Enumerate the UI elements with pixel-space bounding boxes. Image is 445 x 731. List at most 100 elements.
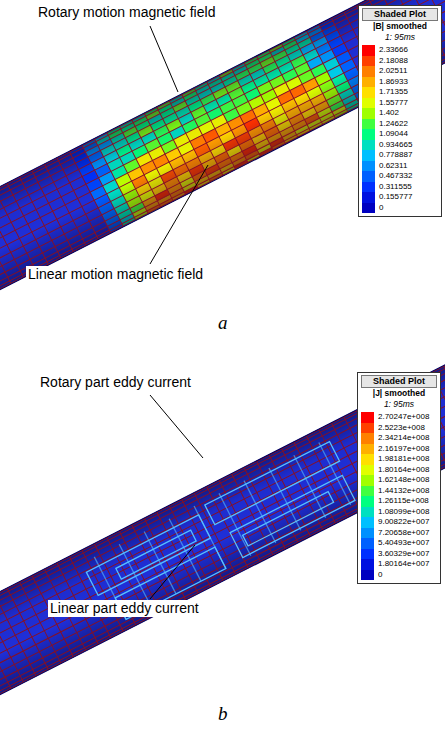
cylinder-edge: [0, 339, 445, 639]
legend-row: 0.467332: [362, 171, 438, 182]
mesh-line: [144, 113, 186, 195]
mesh-line: [0, 420, 445, 720]
mesh-line: [94, 138, 136, 220]
legend-row: 1.86933: [362, 77, 438, 88]
mesh-line: [107, 132, 149, 214]
legend-row: 0.155777: [362, 192, 438, 203]
mesh-line: [0, 414, 445, 714]
legend-row: 1.26115e+008: [361, 496, 437, 507]
mesh-line: [319, 24, 361, 106]
legend-subtitle: 1: 95ms: [362, 32, 438, 43]
eddy-paths: [82, 438, 360, 626]
mesh-line: [0, 351, 445, 651]
legend-value: 1.80164e+008: [378, 465, 429, 475]
color-swatch: [361, 454, 374, 465]
callout-label: Rotary motion magnetic field: [36, 4, 217, 21]
eddy-path: [319, 443, 351, 505]
mesh-line: [19, 177, 61, 259]
legend-row: 1.98181e+008: [361, 454, 437, 465]
mesh-line: [0, 0, 445, 237]
mesh-line: [443, 366, 445, 448]
eddy-path: [205, 442, 340, 525]
color-swatch: [361, 486, 374, 497]
legend-value: 1.98181e+008: [378, 454, 429, 464]
color-swatch: [361, 412, 374, 423]
legend-value: 1.09044: [379, 129, 408, 139]
legend-row: 5.40493e+007: [361, 538, 437, 549]
mesh-line: [157, 512, 199, 594]
mesh-line: [219, 75, 261, 157]
mesh-grid: [0, 0, 445, 316]
color-swatch: [361, 496, 374, 507]
legend-value: 2.18088: [379, 56, 408, 66]
legend-row: 0: [361, 570, 437, 581]
legend-value: 1.80164e+007: [378, 559, 429, 569]
legend-subtitle: 1: 95ms: [361, 399, 437, 410]
legend-value: 5.40493e+007: [378, 538, 429, 548]
mesh-line: [19, 582, 61, 664]
mesh-line: [7, 588, 49, 670]
mesh-line: [0, 357, 445, 657]
legend-row: 1.09044: [362, 129, 438, 140]
legend-value: 1.62148e+008: [378, 475, 429, 485]
mesh-line: [0, 0, 445, 246]
mesh-line: [244, 62, 286, 144]
cylinder-shading: [0, 0, 445, 316]
color-swatch: [362, 171, 375, 182]
eddy-path: [244, 481, 276, 543]
mesh-line: [32, 170, 74, 252]
legend-value: 2.02511: [379, 66, 407, 76]
color-swatch: [361, 444, 374, 455]
color-swatch: [362, 203, 375, 214]
mesh-line: [0, 0, 445, 267]
mesh-line: [206, 81, 248, 163]
eddy-path: [243, 492, 334, 546]
legend-value: 7.20658e+007: [378, 528, 429, 538]
color-swatch: [362, 66, 375, 77]
color-swatch: [361, 465, 374, 476]
legend-value: 9.00822e+007: [378, 517, 429, 527]
mesh-line: [0, 0, 445, 298]
mesh-line: [182, 94, 224, 176]
legend-title: Shaded Plot: [361, 375, 437, 388]
legend-value: 1.26115e+008: [378, 496, 429, 506]
mesh-line: [157, 107, 199, 189]
leader-line: [150, 165, 208, 264]
legend-row: 0.778887: [362, 150, 438, 161]
legend-row: 2.16197e+008: [361, 444, 437, 455]
cylinder-current-plot: [0, 339, 445, 721]
legend-row: 7.20658e+007: [361, 528, 437, 539]
color-swatch: [362, 150, 375, 161]
legend-row: 1.44132e+008: [361, 486, 437, 497]
leader-lines: [150, 26, 208, 599]
legend-row: 1.402: [362, 108, 438, 119]
color-swatch: [362, 108, 375, 119]
legend-value: 1.402: [379, 108, 399, 118]
legend-value: 2.34214e+008: [378, 433, 429, 443]
legend-value: 1.08099e+008: [378, 507, 429, 517]
mesh-line: [294, 37, 336, 119]
color-swatch: [362, 56, 375, 67]
color-swatch: [362, 45, 375, 56]
legend-value: 0.778887: [379, 150, 412, 160]
legend-row: 2.18088: [362, 56, 438, 67]
mesh-grid: [0, 339, 445, 721]
legend-value: 2.33666: [379, 45, 408, 55]
legend-row: 9.00822e+007: [361, 517, 437, 528]
color-swatch: [361, 549, 374, 560]
legend-row: 0: [362, 203, 438, 214]
mesh-line: [0, 396, 445, 696]
legend-row: 2.33666: [362, 45, 438, 56]
legend-value: 0: [379, 203, 383, 213]
eddy-path: [119, 544, 151, 606]
legend-row: 2.02511: [362, 66, 438, 77]
mesh-line: [443, 0, 445, 43]
mesh-line: [0, 403, 445, 703]
legend-value: 2.16197e+008: [378, 444, 429, 454]
mesh-line: [69, 151, 111, 233]
legend-subtitle: |B| smoothed: [362, 21, 438, 32]
mesh-line: [57, 158, 99, 240]
legend-value: 1.55777: [379, 98, 408, 108]
legend-value: 0.934665: [379, 140, 412, 150]
legend-value: 1.86933: [379, 77, 408, 87]
